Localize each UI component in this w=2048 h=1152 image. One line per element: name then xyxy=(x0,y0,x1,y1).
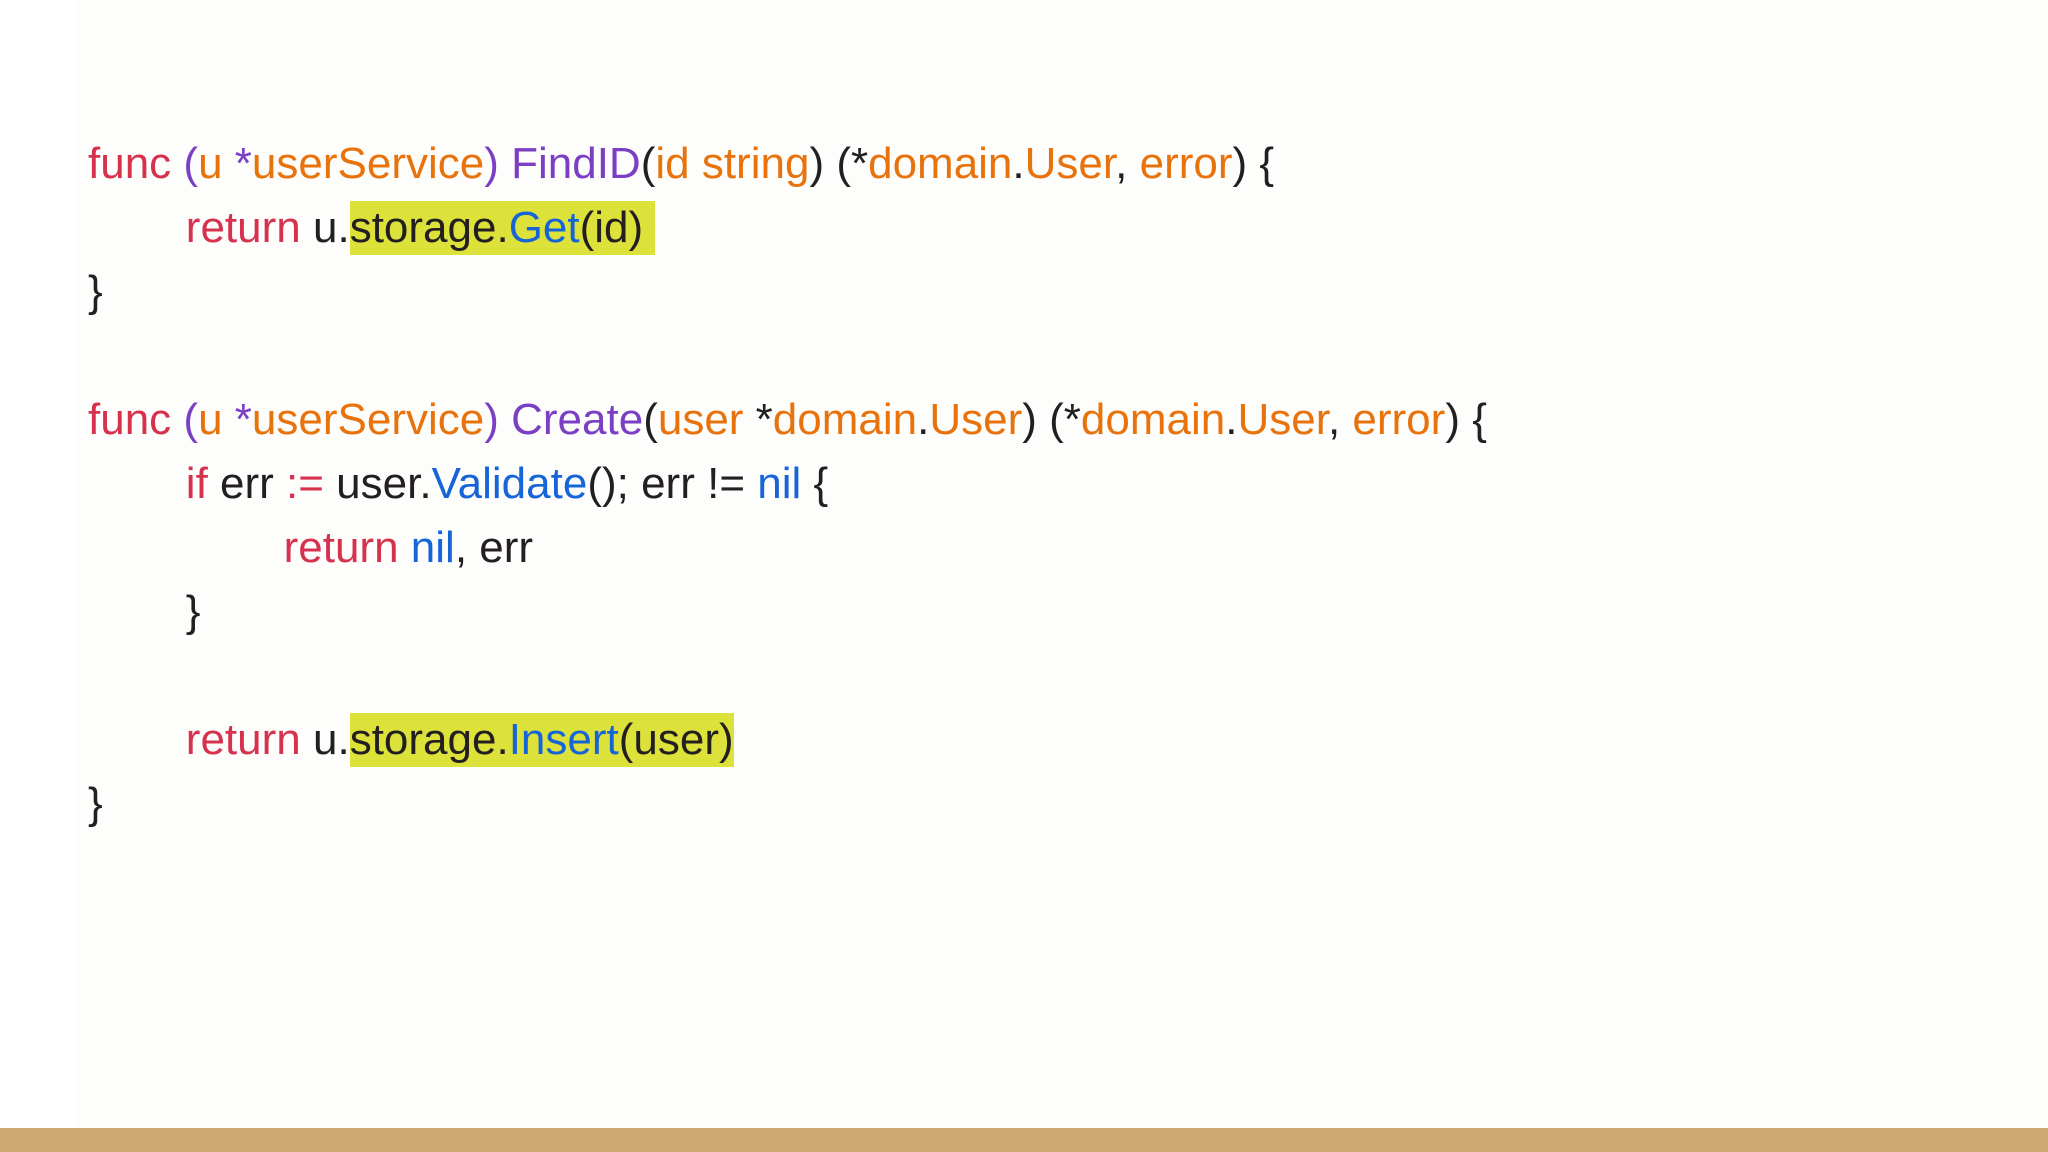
code-token: , xyxy=(1115,139,1128,188)
code-token: if xyxy=(185,459,208,508)
code-token-highlighted: . xyxy=(496,713,509,767)
code-token: u xyxy=(198,395,223,444)
code-line: } xyxy=(0,580,2048,644)
code-token: } xyxy=(88,779,103,828)
code-token: u. xyxy=(312,715,350,764)
code-token: domain xyxy=(1080,395,1226,444)
code-token: user. xyxy=(323,459,432,508)
code-token: return xyxy=(185,715,301,764)
code-line: return nil, err xyxy=(0,516,2048,580)
code-token: } xyxy=(88,267,103,316)
code-token: * xyxy=(234,395,252,444)
code-token: User xyxy=(1237,395,1328,444)
code-token: } xyxy=(185,587,201,636)
code-token: u. xyxy=(312,203,350,252)
code-token: . xyxy=(1225,395,1238,444)
code-token xyxy=(399,523,411,572)
code-line: } xyxy=(0,260,2048,324)
code-token: user xyxy=(657,395,744,444)
code-token: ) { xyxy=(1445,395,1487,444)
code-token xyxy=(223,395,235,444)
code-token: ( xyxy=(183,139,199,188)
code-token: func xyxy=(88,139,172,188)
code-token xyxy=(171,139,183,188)
code-token-highlighted: (user) xyxy=(618,713,734,767)
code-token-highlighted: storage xyxy=(349,201,497,255)
slide-bottom-accent-bar xyxy=(0,1128,2048,1152)
code-token: User xyxy=(929,395,1023,444)
code-token: func xyxy=(88,395,172,444)
code-token: error xyxy=(1139,139,1233,188)
code-token: . xyxy=(917,395,930,444)
code-token: ) { xyxy=(1232,139,1275,188)
code-line: if err := user.Validate(); err != nil { xyxy=(0,452,2048,516)
code-line xyxy=(0,324,2048,388)
code-token: ) xyxy=(484,395,499,444)
code-line: func (u *userService) FindID(id string) … xyxy=(0,132,2048,196)
code-token: * xyxy=(234,139,252,188)
code-token-highlighted: . xyxy=(496,201,509,255)
code-token: Validate xyxy=(431,459,588,508)
code-token: != xyxy=(707,459,746,508)
slide-content-panel xyxy=(78,0,2048,1128)
code-line: func (u *userService) Create(user *domai… xyxy=(0,388,2048,452)
code-token: (* xyxy=(824,139,869,188)
code-token: domain xyxy=(772,395,918,444)
code-token: { xyxy=(801,459,829,508)
code-token: ) (* xyxy=(1022,395,1081,444)
code-token-highlighted: Get xyxy=(508,201,580,255)
code-token-highlighted: storage xyxy=(349,713,497,767)
code-indent xyxy=(88,715,186,764)
code-token-highlighted: (id) xyxy=(579,201,656,255)
code-line: return u.storage.Get(id) xyxy=(0,196,2048,260)
code-indent xyxy=(88,587,186,636)
code-token: u xyxy=(198,139,223,188)
code-indent xyxy=(88,523,284,572)
code-token: , xyxy=(1327,395,1341,444)
code-token: ( xyxy=(640,139,656,188)
code-token: return xyxy=(283,523,399,572)
code-token xyxy=(745,459,757,508)
code-token: . xyxy=(1012,139,1025,188)
code-token: userService xyxy=(251,139,485,188)
code-token xyxy=(171,395,183,444)
code-token: domain xyxy=(868,139,1013,188)
code-token xyxy=(499,139,511,188)
code-block: func (u *userService) FindID(id string) … xyxy=(0,132,2048,836)
code-token: , err xyxy=(454,523,534,572)
code-token: ( xyxy=(183,395,199,444)
code-token: User xyxy=(1024,139,1116,188)
code-token: * xyxy=(743,395,773,444)
code-line xyxy=(0,644,2048,708)
code-token xyxy=(1127,139,1139,188)
code-token: nil xyxy=(410,523,455,572)
code-indent xyxy=(88,459,186,508)
code-token xyxy=(223,139,235,188)
code-token: userService xyxy=(251,395,485,444)
code-token: id string xyxy=(655,139,810,188)
code-token: (); err xyxy=(587,459,708,508)
code-token: ( xyxy=(643,395,658,444)
code-token: ) xyxy=(809,139,825,188)
code-token: Create xyxy=(511,395,644,444)
code-token: err xyxy=(207,459,287,508)
code-token: ) xyxy=(484,139,499,188)
code-line: return u.storage.Insert(user) xyxy=(0,708,2048,772)
code-line: } xyxy=(0,772,2048,836)
code-token-highlighted: Insert xyxy=(508,713,619,767)
code-token: return xyxy=(185,203,301,252)
code-token: FindID xyxy=(511,139,641,188)
code-indent xyxy=(88,203,186,252)
code-token xyxy=(1340,395,1352,444)
code-token xyxy=(301,715,313,764)
code-token: error xyxy=(1352,395,1446,444)
code-token xyxy=(499,395,511,444)
code-token: := xyxy=(286,459,324,508)
code-token xyxy=(301,203,313,252)
code-token: nil xyxy=(757,459,802,508)
